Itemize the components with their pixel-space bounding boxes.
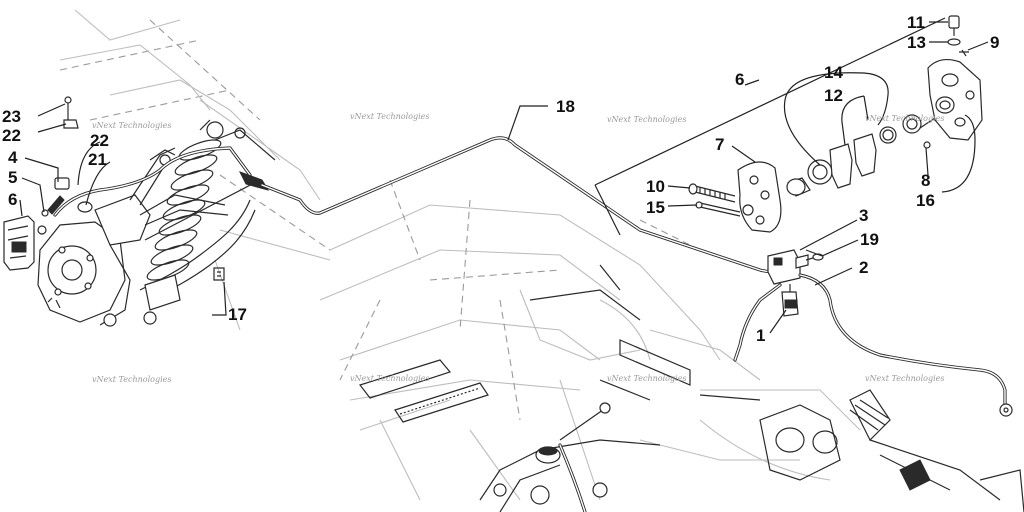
callout-7: 7 <box>715 135 724 154</box>
footrest <box>358 359 489 423</box>
callout-17: 17 <box>228 305 247 324</box>
callouts: 23 22 22 21 4 5 6 17 18 6 7 10 15 14 12 … <box>2 13 999 345</box>
watermark: vNext Technologies <box>92 375 171 384</box>
callout-12: 12 <box>824 86 843 105</box>
callout-18: 18 <box>556 97 575 116</box>
callout-23: 23 <box>2 107 21 126</box>
callout-20: 21 <box>88 150 107 169</box>
watermark: vNext Technologies <box>607 115 686 124</box>
watermark: vNext Technologies <box>350 112 429 121</box>
callout-3: 3 <box>859 206 868 225</box>
callout-4: 4 <box>8 148 18 167</box>
callout-14: 14 <box>824 63 843 82</box>
callout-2: 2 <box>859 258 868 277</box>
watermark: vNext Technologies <box>865 374 944 383</box>
callout-6-top: 6 <box>735 70 744 89</box>
callout-5: 5 <box>8 168 17 187</box>
callout-13: 13 <box>907 33 926 52</box>
callout-1: 1 <box>756 326 765 345</box>
wheel-hub <box>37 147 261 327</box>
watermark: vNext Technologies <box>865 114 944 123</box>
callout-9: 9 <box>990 33 999 52</box>
left-caliper-parts <box>3 96 93 271</box>
watermark: vNext Technologies <box>607 374 686 383</box>
watermark: vNext Technologies <box>350 374 429 383</box>
watermarks: vNext Technologies vNext Technologies vN… <box>92 112 944 384</box>
junction-block <box>733 249 1013 417</box>
coil-spring <box>139 119 256 325</box>
callout-22: 22 <box>2 126 21 145</box>
vehicle-frame-ghost <box>59 9 861 501</box>
callout-19: 19 <box>860 230 879 249</box>
suspension-assembly <box>37 119 276 327</box>
caliper-exploded <box>594 15 983 257</box>
callout-10: 10 <box>646 177 665 196</box>
callout-21: 22 <box>90 131 109 150</box>
callout-15: 15 <box>646 198 665 217</box>
leader-lines <box>19 21 989 334</box>
vehicle-front-detail <box>479 264 1024 512</box>
callout-8: 8 <box>921 171 930 190</box>
callout-6-left: 6 <box>8 190 17 209</box>
callout-16: 16 <box>916 191 935 210</box>
callout-11: 11 <box>907 13 925 32</box>
watermark: vNext Technologies <box>92 121 171 130</box>
